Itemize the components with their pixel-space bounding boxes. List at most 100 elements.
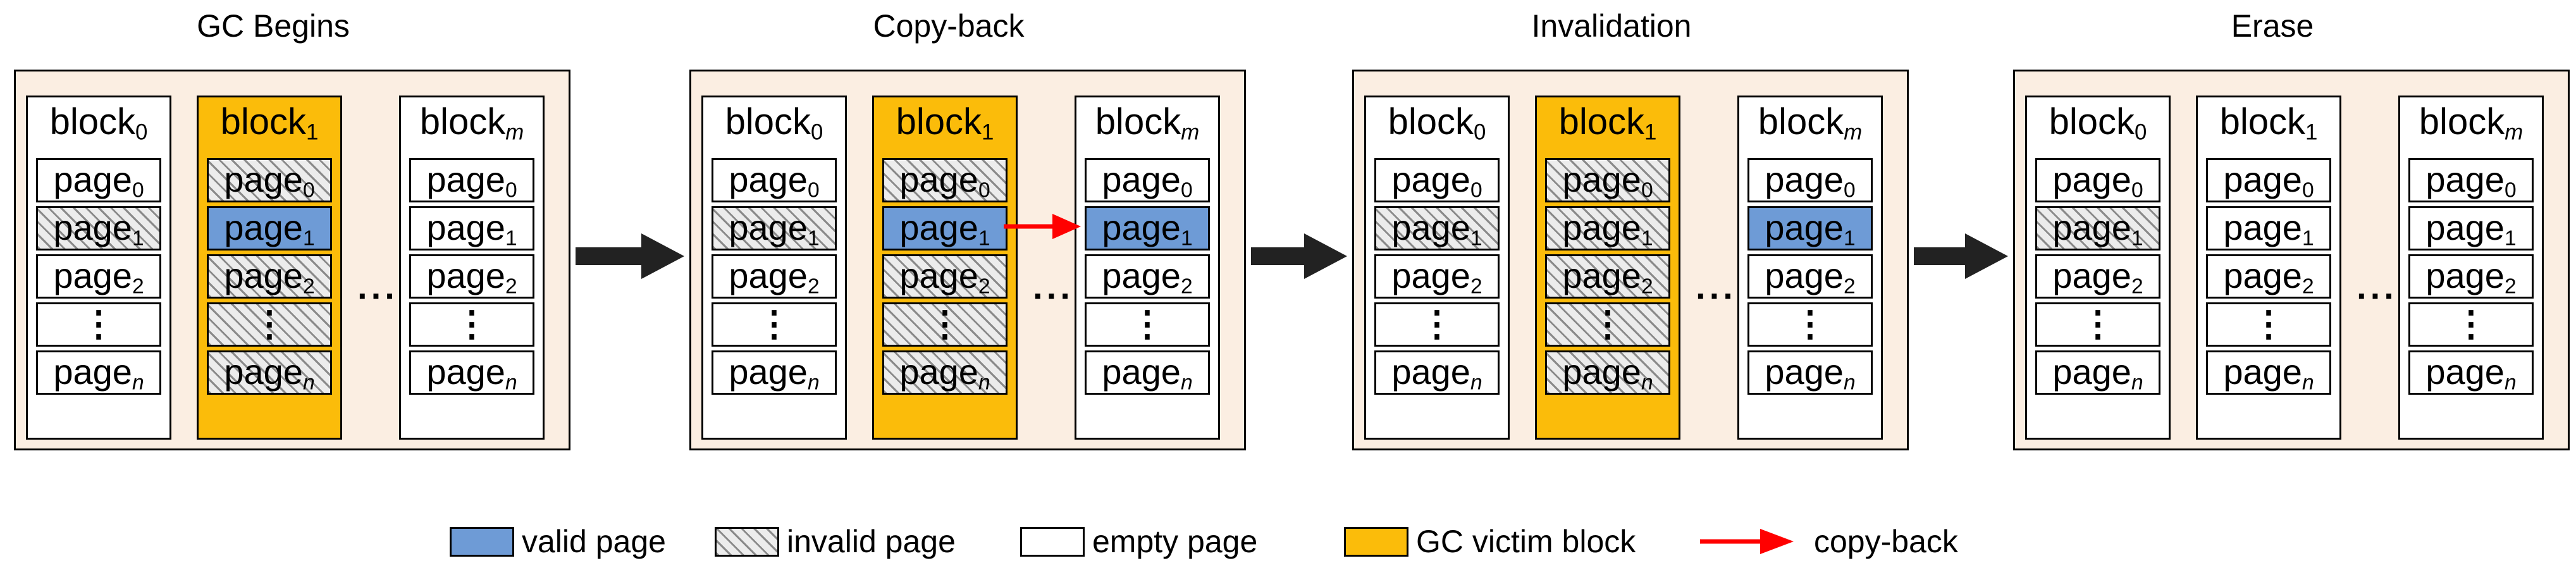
page-label-subscript: 0 — [302, 178, 315, 202]
vertical-ellipsis: ⋮ — [1419, 304, 1455, 343]
page-label-subscript: 1 — [132, 226, 144, 250]
page-label-subscript: 1 — [2504, 226, 2517, 250]
page-label-text: page — [2223, 352, 2302, 392]
legend-label: valid page — [522, 524, 666, 559]
legend-item-victim: GC victim block — [1344, 522, 1636, 560]
page-label-subscript: 1 — [1641, 226, 1653, 250]
invalid-page: page1 — [36, 206, 161, 250]
invalid-page: pagen — [882, 350, 1008, 395]
legend-label: copy-back — [1814, 524, 1958, 559]
vertical-ellipsis: ⋮ — [2453, 304, 2489, 343]
page-label-subscript: n — [505, 371, 517, 395]
page-label-text: page — [53, 352, 132, 392]
vertical-ellipsis: ⋮ — [252, 304, 287, 343]
page-label-subscript: n — [1470, 371, 1482, 395]
page-label-subscript: 0 — [132, 178, 144, 202]
legend-swatch-valid — [450, 526, 514, 557]
page-label-subscript: 2 — [132, 275, 144, 299]
page-label-subscript: 0 — [1641, 178, 1653, 202]
vertical-ellipsis: ⋮ — [2251, 304, 2286, 343]
page-label-subscript: 0 — [2131, 178, 2143, 202]
page-label-text: page — [2052, 352, 2131, 392]
block-label-subscript: 1 — [306, 120, 319, 145]
page-label-text: page — [1765, 352, 1844, 392]
block-label: block0 — [28, 100, 169, 155]
page-label-subscript: 2 — [807, 275, 820, 299]
page-label-text: page — [729, 207, 808, 247]
page-ellipsis: ⋮ — [409, 302, 534, 347]
block-label-text: block — [220, 101, 307, 142]
page-label-text: page — [2223, 159, 2302, 199]
page-ellipsis: ⋮ — [1374, 302, 1500, 347]
empty-page: page0 — [36, 158, 161, 202]
empty-page: page1 — [409, 206, 534, 250]
empty-page: page0 — [2035, 158, 2160, 202]
page-label-subscript: 2 — [2504, 275, 2517, 299]
invalid-page: page2 — [207, 254, 332, 299]
stage-title: Copy-back — [873, 8, 1025, 44]
page-label-text: page — [2425, 207, 2505, 247]
empty-page: pagen — [1085, 350, 1210, 395]
page-label-subscript: n — [1180, 371, 1193, 395]
valid-page: page1 — [207, 206, 332, 250]
vertical-ellipsis: ⋮ — [1130, 304, 1165, 343]
page-label-text: page — [899, 159, 978, 199]
page-label-text: page — [426, 352, 505, 392]
legend-item-valid: valid page — [450, 522, 666, 560]
empty-page: page0 — [1747, 158, 1873, 202]
page-label-subscript: 2 — [1470, 275, 1482, 299]
empty-page: page2 — [2408, 254, 2534, 299]
page-label-subscript: 2 — [1843, 275, 1856, 299]
block-label-text: block — [1388, 101, 1474, 142]
block-label-subscript: 0 — [811, 120, 823, 145]
flow-arrow — [1251, 233, 1347, 279]
block-label: block1 — [874, 100, 1016, 155]
page-label-subscript: 2 — [2131, 275, 2143, 299]
block-label-subscript: 1 — [2305, 120, 2318, 145]
page-label-text: page — [2425, 256, 2505, 295]
page-ellipsis: ⋮ — [36, 302, 161, 347]
page-label-text: page — [1562, 207, 1641, 247]
page-label-text: page — [2052, 207, 2131, 247]
block-label: blockm — [1739, 100, 1881, 155]
page-label-subscript: n — [978, 371, 990, 395]
page-label-text: page — [2425, 352, 2505, 392]
page-label-subscript: n — [302, 371, 315, 395]
vertical-ellipsis: ⋮ — [454, 304, 490, 343]
valid-page: page1 — [1085, 206, 1210, 250]
empty-page: pagen — [2035, 350, 2160, 395]
block-label: block0 — [1366, 100, 1508, 155]
invalid-page: pagen — [207, 350, 332, 395]
block-label-subscript: m — [1844, 120, 1863, 145]
legend-label: invalid page — [787, 524, 956, 559]
page-label-subscript: 2 — [978, 275, 990, 299]
block-label-text: block — [2049, 101, 2135, 142]
block-label-subscript: 0 — [2135, 120, 2147, 145]
page-label-text: page — [1391, 207, 1470, 247]
invalid-page: page0 — [1545, 158, 1670, 202]
block-label-subscript: 0 — [1474, 120, 1486, 145]
invalid-page: page2 — [882, 254, 1008, 299]
page-label-text: page — [224, 352, 303, 392]
page-label-subscript: 1 — [1470, 226, 1482, 250]
page-label-text: page — [426, 159, 505, 199]
page-label-subscript: 0 — [1180, 178, 1193, 202]
block-label-text: block — [419, 101, 506, 142]
empty-page: page0 — [2206, 158, 2331, 202]
page-label-text: page — [426, 207, 505, 247]
page-label-subscript: n — [132, 371, 144, 395]
vertical-ellipsis: ⋮ — [1590, 304, 1625, 343]
empty-page: pagen — [712, 350, 837, 395]
horizontal-ellipsis: ··· — [2357, 276, 2398, 316]
legend-label: GC victim block — [1416, 524, 1636, 559]
block-label: block1 — [199, 100, 340, 155]
horizontal-ellipsis: ··· — [1696, 276, 1737, 316]
page-label-subscript: 1 — [1180, 226, 1193, 250]
empty-page: pagen — [2206, 350, 2331, 395]
valid-page: page1 — [882, 206, 1008, 250]
